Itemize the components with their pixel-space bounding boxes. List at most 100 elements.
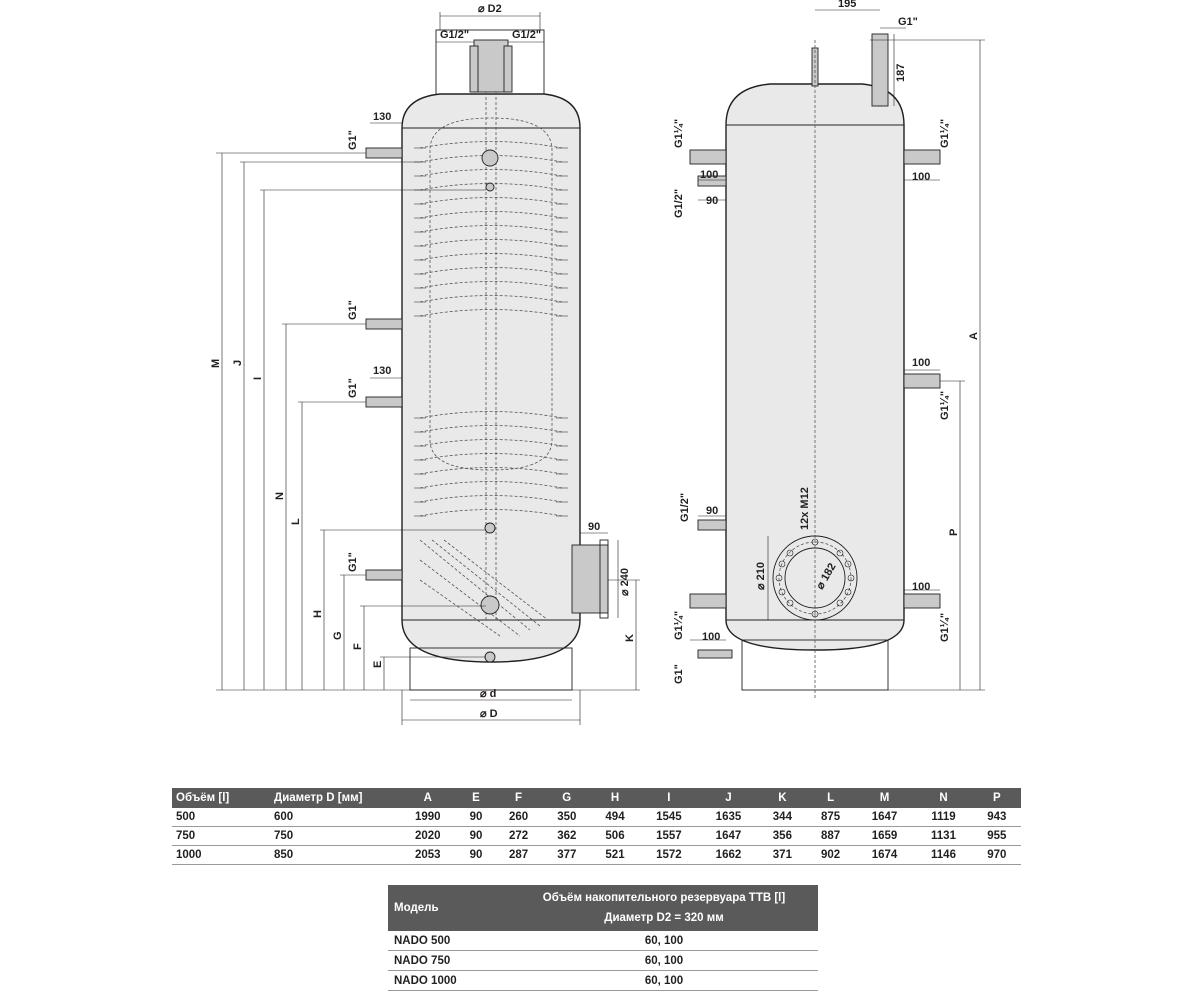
table-row: NADO 500 60, 100 [388, 931, 818, 951]
col-header-volume: Объём накопительного резервуара ТТВ [l] … [510, 885, 818, 931]
tank-front [401, 93, 581, 663]
table-row: NADO 750 60, 100 [388, 950, 818, 971]
table-cell: 2020 [398, 826, 458, 846]
table-cell: 970 [972, 845, 1021, 865]
height-label-M: M [210, 359, 222, 368]
conn-label: G1" [347, 130, 359, 150]
table-cell: 1659 [854, 826, 915, 846]
offset-label: 100 [702, 631, 720, 643]
table-cell: 1545 [639, 808, 699, 827]
table-cell: 1119 [914, 808, 973, 827]
offset-label: 100 [700, 169, 718, 181]
table-cell: 1146 [914, 845, 973, 865]
table-cell: 1000 [172, 845, 270, 865]
col-header: M [854, 788, 915, 808]
offset-label: 100 [912, 171, 930, 183]
table-cell: 90 [457, 808, 495, 827]
table-cell: 955 [972, 826, 1021, 846]
table-cell: 600 [270, 808, 398, 827]
table-cell: 1647 [854, 808, 915, 827]
table-cell: 2053 [398, 845, 458, 865]
table-cell: 1662 [698, 845, 759, 865]
volume-header-line2: Диаметр D2 = 320 мм [604, 912, 724, 924]
model-name: NADO 750 [388, 950, 510, 971]
height-label-E: E [372, 661, 384, 668]
col-header: P [972, 788, 1021, 808]
offset-label: 90 [706, 505, 718, 517]
table-cell: 90 [457, 826, 495, 846]
top-left-conn-label: G1/2" [440, 29, 469, 41]
height-label-I: I [252, 377, 264, 380]
model-table: Модель Объём накопительного резервуара Т… [388, 885, 818, 991]
height-label-K: K [624, 634, 636, 642]
table-cell: 1990 [398, 808, 458, 827]
base-outer-label: ⌀ D [480, 708, 498, 720]
height-label-H: H [312, 610, 324, 618]
table-cell: 377 [542, 845, 591, 865]
col-header: I [639, 788, 699, 808]
col-header: K [758, 788, 807, 808]
col-header: L [806, 788, 855, 808]
table-cell: 90 [457, 845, 495, 865]
table-cell: 750 [270, 826, 398, 846]
d2-label: ⌀ D2 [478, 3, 502, 15]
table-cell: 371 [758, 845, 807, 865]
height-label-G: G [332, 631, 344, 640]
model-volume: 60, 100 [510, 970, 818, 991]
offset-label: 100 [912, 581, 930, 593]
table-cell: 506 [590, 826, 640, 846]
model-name: NADO 1000 [388, 970, 510, 991]
conn-label: G1/2" [679, 493, 691, 522]
conn-label: G1¼" [939, 391, 951, 420]
model-volume: 60, 100 [510, 931, 818, 951]
model-name: NADO 500 [388, 931, 510, 951]
table-cell: 887 [806, 826, 855, 846]
col-header: N [914, 788, 973, 808]
col-header: E [457, 788, 495, 808]
conn-label: G1" [347, 300, 359, 320]
table-cell: 943 [972, 808, 1021, 827]
conn-label: G1" [347, 552, 359, 572]
col-header: Объём [l] [172, 788, 270, 808]
col-header: A [398, 788, 458, 808]
table-cell: 1557 [639, 826, 699, 846]
table-cell: 1572 [639, 845, 699, 865]
table-cell: 750 [172, 826, 270, 846]
table-row: 500 600 1990 90 260 350 494 1545 1635 34… [172, 808, 1021, 827]
top-offset-label: 195 [838, 0, 856, 10]
table-cell: 494 [590, 808, 640, 827]
conn-label: G1/2" [673, 189, 685, 218]
table-cell: 521 [590, 845, 640, 865]
table-cell: 1674 [854, 845, 915, 865]
height-label-N: N [274, 492, 286, 500]
model-volume: 60, 100 [510, 950, 818, 971]
table-row: NADO 1000 60, 100 [388, 970, 818, 991]
col-header: H [590, 788, 640, 808]
table-cell: 1635 [698, 808, 759, 827]
height-label-F: F [352, 643, 364, 650]
height-label-L: L [290, 518, 302, 525]
table-cell: 272 [494, 826, 543, 846]
table-cell: 1647 [698, 826, 759, 846]
table-cell: 850 [270, 845, 398, 865]
conn-label: G1¼" [673, 611, 685, 640]
flange-dia-label: ⌀ 240 [619, 568, 631, 596]
conn-label: G1¼" [939, 613, 951, 642]
bolts-label: 12x M12 [799, 487, 811, 530]
top-right-conn-label: G1/2" [512, 29, 541, 41]
technical-drawing: ⌀ D2 G1/2" G1/2" 130 130 G1" G1" G1" G1"… [210, 0, 985, 725]
col-header: G [542, 788, 591, 808]
flange-width-label: 90 [588, 521, 600, 533]
offset-label: 90 [706, 195, 718, 207]
dimensions-table: Объём [l] Диаметр D [мм] A E F G H I J K… [172, 788, 1021, 865]
offset-label: 100 [912, 357, 930, 369]
table-cell: 287 [494, 845, 543, 865]
conn-label: G1¼" [939, 119, 951, 148]
table-cell: 362 [542, 826, 591, 846]
conn-label: G1¼" [673, 119, 685, 148]
table-header-row: Объём [l] Диаметр D [мм] A E F G H I J K… [172, 788, 1021, 808]
table-cell: 260 [494, 808, 543, 827]
table-cell: 356 [758, 826, 807, 846]
table-cell: 350 [542, 808, 591, 827]
offset-label: 130 [373, 365, 391, 377]
